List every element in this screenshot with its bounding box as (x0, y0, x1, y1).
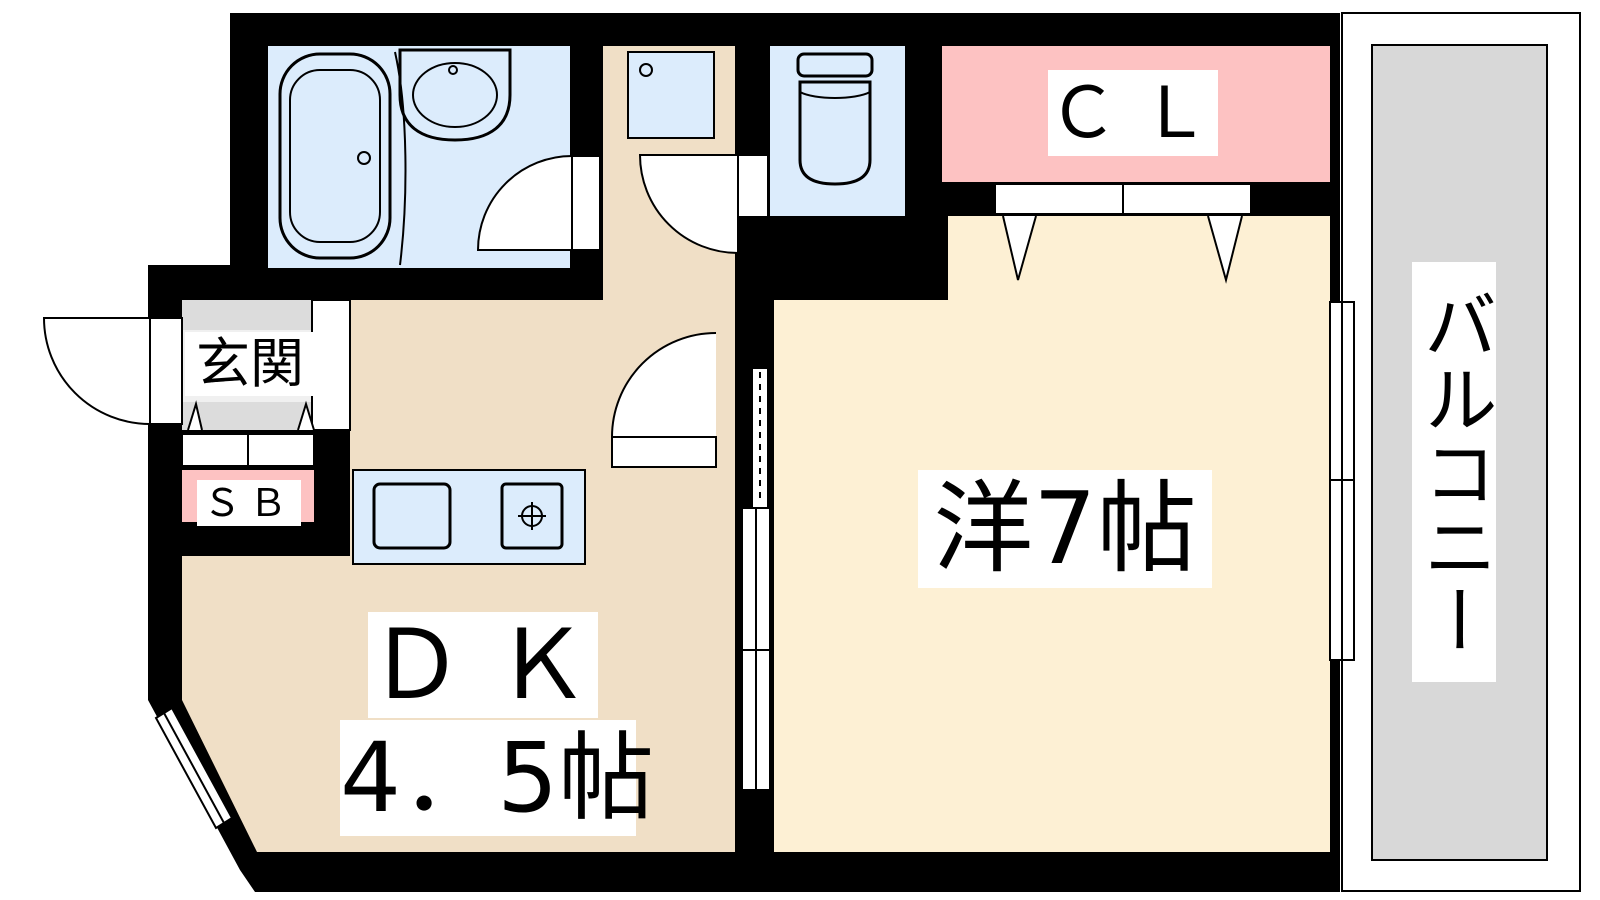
entrance-door-opening (149, 317, 183, 425)
toilet-door-swing (638, 154, 739, 254)
dk-bay-window-line (163, 712, 225, 824)
entrance-storage-leaf-right (297, 400, 315, 431)
toilet-seat-line (799, 91, 871, 99)
bathtub-drain (357, 151, 371, 165)
closet-label: ＣＬ (1048, 70, 1232, 156)
bathtub (278, 52, 392, 260)
bath-door-opening (571, 155, 601, 251)
washer-drain (639, 63, 653, 77)
balcony-floor (1371, 44, 1548, 861)
dining-kitchen-size-label: 4．5帖 (340, 720, 655, 836)
faucet (448, 65, 458, 75)
dining-kitchen-label: ＤＫ (368, 609, 620, 721)
dk-door-opening (611, 436, 717, 468)
western-room-label: 洋7帖 (918, 470, 1212, 588)
washbasin (398, 48, 512, 142)
kitchen-sink (372, 482, 452, 550)
bath-door-swing (476, 155, 573, 251)
bathtub-inner (289, 69, 381, 243)
closet-door-leaf-right (1207, 215, 1243, 284)
entrance-label: 玄関 (185, 332, 315, 396)
closet-door-leaf-left (1002, 215, 1037, 281)
entrance-storage-leaf-left (187, 400, 203, 431)
entrance-door-swing (42, 317, 151, 425)
dk-door-swing (610, 332, 717, 438)
toilet-bowl (798, 80, 872, 186)
balcony-label: バルコニー (1411, 262, 1497, 682)
washbasin-bowl (412, 62, 498, 128)
entrance-step (311, 299, 351, 431)
shoe-box-label: ＳＢ (197, 480, 301, 526)
kitchen-stove (500, 482, 564, 550)
toilet-tank (796, 52, 874, 78)
washing-machine-pan (627, 51, 715, 139)
